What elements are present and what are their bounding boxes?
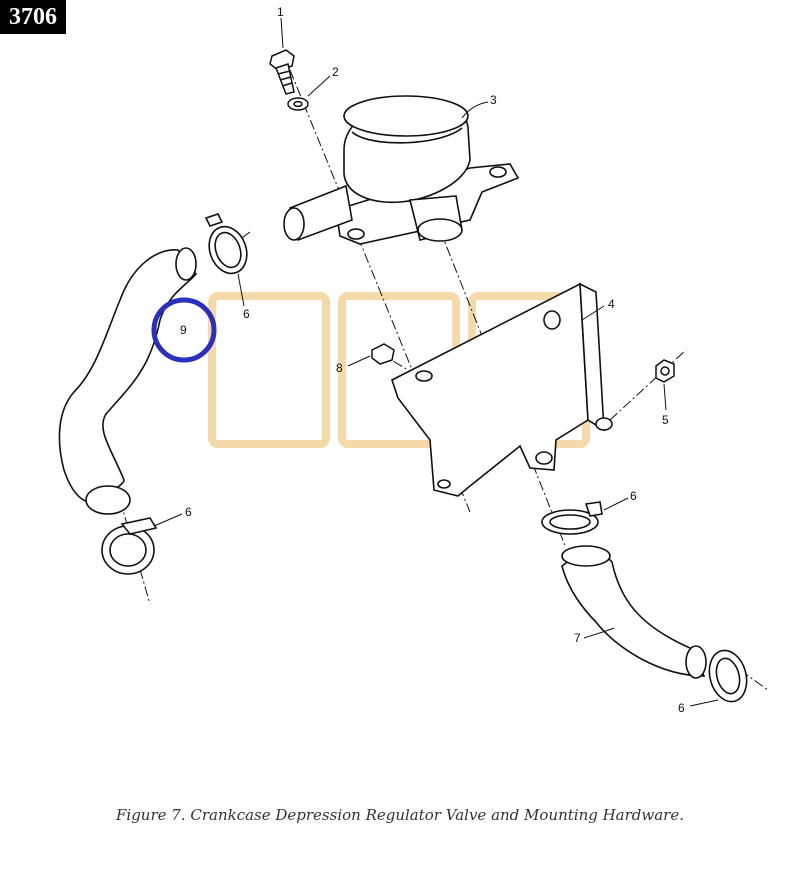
callout-2: 2 (332, 65, 339, 79)
lower-hose (561, 545, 707, 679)
leader-1 (280, 17, 284, 49)
leader-3 (461, 101, 489, 119)
lock-washer (287, 97, 309, 111)
callout-3: 3 (490, 93, 497, 107)
callout-1: 1 (277, 5, 284, 19)
lower-hose-outlet (685, 645, 707, 679)
callout-6c: 6 (630, 489, 637, 503)
flange-hole-left (347, 228, 365, 240)
valve-inlet-end (283, 207, 305, 241)
callout-labels: 1 2 3 4 5 6 6 6 6 7 8 9 (180, 5, 685, 715)
watermark-box-1 (208, 292, 330, 448)
flange-hole-right (489, 166, 507, 178)
bracket-slot (415, 370, 433, 382)
highlight-circle (151, 297, 217, 363)
bracket-hole (543, 310, 561, 330)
leader-6c (603, 497, 629, 511)
bracket-lower-hole (535, 451, 553, 465)
nut-axis-line (609, 349, 687, 421)
figure-caption: Figure 7. Crankcase Depression Regulator… (115, 806, 684, 824)
lower-hose-body (561, 552, 706, 677)
bolt (269, 49, 295, 95)
part-number-badge: 3706 (0, 0, 66, 34)
leader-6b (153, 513, 183, 527)
upper-hose (58, 247, 198, 515)
washer-8 (371, 343, 395, 365)
valve-cap (343, 95, 469, 137)
bolt-threads (277, 70, 293, 87)
hose-body (58, 249, 198, 503)
valve-ring (351, 127, 463, 144)
washer-8-body (371, 343, 395, 365)
hose-clamp-outlet (708, 649, 748, 703)
hose-lower-end (85, 485, 131, 515)
leader-5 (663, 383, 667, 411)
leader-7 (583, 627, 615, 639)
leader-2 (307, 75, 331, 97)
hose-clamp-upper (204, 213, 248, 275)
callout-4: 4 (608, 297, 615, 311)
washer-hole (293, 100, 303, 108)
callout-5: 5 (662, 413, 669, 427)
hex-nut (655, 359, 675, 383)
callout-6a: 6 (243, 307, 250, 321)
regulator-valve (283, 95, 520, 245)
lower-hose-inlet (561, 545, 611, 567)
callout-8: 8 (336, 361, 343, 375)
leader-4 (581, 305, 605, 321)
bracket-side-hole (595, 417, 613, 431)
leader-8 (347, 355, 371, 367)
hose-clamp-middle (541, 501, 603, 535)
callout-9: 9 (180, 323, 187, 337)
hose-upper-end (175, 247, 197, 281)
callout-6d: 6 (678, 701, 685, 715)
mounting-bracket (391, 282, 613, 497)
callout-6b: 6 (185, 505, 192, 519)
bracket-foot-hole (437, 479, 451, 489)
nut-hole (660, 366, 670, 376)
leader-lines (153, 17, 719, 707)
valve-outlet-end (417, 218, 463, 242)
callout-7: 7 (574, 631, 581, 645)
hose-clamp-lower-left (101, 517, 158, 575)
leader-6a (237, 273, 245, 307)
hose-clamps (101, 213, 748, 703)
leader-6d (689, 699, 719, 707)
